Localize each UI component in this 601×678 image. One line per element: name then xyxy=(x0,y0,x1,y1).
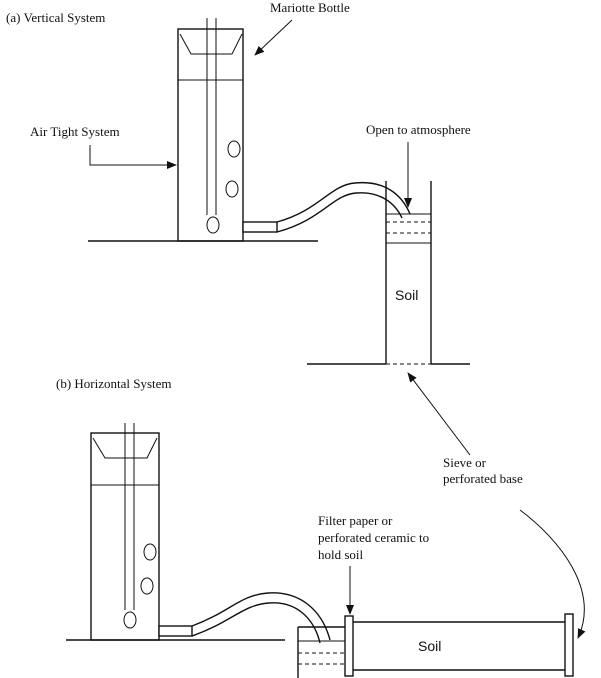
soil-label-vertical: Soil xyxy=(395,287,418,303)
sieve-label-line2: perforated base xyxy=(443,471,523,486)
air-tight-system-label: Air Tight System xyxy=(30,124,120,139)
air-bubble xyxy=(228,141,240,157)
inlet-reservoir-horizontal xyxy=(298,627,345,678)
sieve-arrow xyxy=(408,373,470,455)
mariotte-bottle-horizontal xyxy=(91,423,159,640)
filter-label-line2: perforated ceramic to xyxy=(318,530,429,545)
air-bubble xyxy=(141,578,153,594)
sieve-curved-arrow xyxy=(520,510,584,638)
air-bubble xyxy=(226,181,238,197)
air-bubble xyxy=(124,612,136,628)
air-tight-system-arrow xyxy=(90,145,176,165)
end-sieve xyxy=(565,614,573,676)
sieve-label-line1: Sieve or xyxy=(443,455,487,470)
filter-label-line3: hold soil xyxy=(318,547,364,562)
filter-label-line1: Filter paper or xyxy=(318,513,393,528)
soil-column-horizontal xyxy=(353,614,573,676)
filter-plate xyxy=(345,616,353,676)
soil-column-vertical xyxy=(386,181,431,364)
soil-label-horizontal: Soil xyxy=(418,638,441,654)
outlet-nozzle-vertical xyxy=(243,222,277,232)
air-bubble xyxy=(207,217,219,233)
outlet-nozzle-horizontal xyxy=(159,626,192,636)
mariotte-bottle-vertical xyxy=(178,18,243,241)
vertical-system-title: (a) Vertical System xyxy=(6,10,105,25)
mariotte-bottle-arrow xyxy=(255,20,292,55)
mariotte-bottle-label: Mariotte Bottle xyxy=(270,0,350,15)
horizontal-system-title: (b) Horizontal System xyxy=(56,376,172,391)
hose-horizontal xyxy=(192,593,330,640)
open-to-atmosphere-label: Open to atmosphere xyxy=(366,122,471,137)
air-bubble xyxy=(144,544,156,560)
